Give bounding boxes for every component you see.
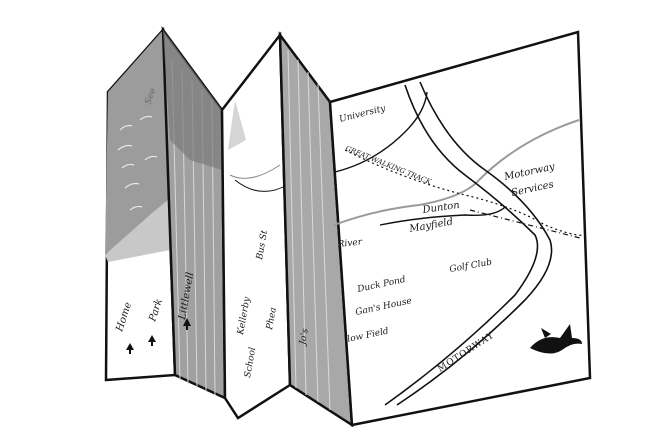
tree-icon — [126, 335, 156, 354]
map-panel-1: See Home Park — [104, 26, 177, 382]
bird-icon — [530, 324, 582, 354]
map-panel-3: Bus St Kellerby Phea School — [220, 31, 292, 420]
label-river: River — [336, 237, 363, 250]
map-panel-5: University GREAT WALKING TRACK Motorway … — [328, 30, 592, 427]
label-river-left: Jo's — [298, 328, 311, 348]
tree-icon — [183, 318, 191, 330]
label-dunton: Dunton — [421, 200, 461, 216]
label-phea: Phea — [265, 307, 279, 332]
map-panel-2: Littlewell — [161, 26, 227, 400]
